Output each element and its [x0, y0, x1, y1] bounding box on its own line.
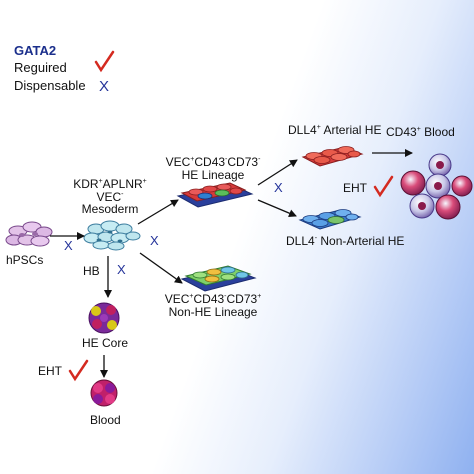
- arterial-he-label: DLL4+ Arterial HE: [288, 123, 382, 137]
- mesoderm-label: KDR+APLNR+ VEC- Mesoderm: [73, 177, 147, 217]
- blood-cells-cluster-icon: [400, 153, 473, 220]
- eht-right-check-icon: [373, 175, 394, 198]
- hb-label: HB: [83, 264, 100, 278]
- cross-hpscs-mesoderm-icon: X: [64, 238, 73, 253]
- blood-bottom-cluster-icon: [90, 379, 118, 407]
- legend-cross-icon: X: [99, 78, 110, 95]
- legend-required-label: Reguired: [14, 60, 67, 75]
- he-lineage-label: VEC+CD43-CD73- HE Lineage: [165, 155, 261, 182]
- cross-he-branch-icon: X: [274, 180, 283, 195]
- cross-mesoderm-nonhe-icon: X: [150, 233, 159, 248]
- non-arterial-he-cells-icon: [298, 209, 362, 230]
- eht-left-check-icon: [68, 359, 89, 382]
- hpscs-cell-cluster-icon: [5, 221, 53, 247]
- eht-right-label: EHT: [343, 181, 367, 195]
- arrow-mesoderm-to-he: [137, 199, 179, 225]
- non-he-lineage-sheet-icon: [180, 265, 257, 292]
- non-he-lineage-label: VEC+CD43-CD73+ Non-HE Lineage: [164, 292, 262, 319]
- non-arterial-he-label: DLL4- Non-Arterial HE: [286, 234, 405, 248]
- hpscs-label: hPSCs: [6, 253, 44, 267]
- arrow-he-to-nonarterial: [257, 199, 297, 217]
- arrow-he-to-arterial: [257, 159, 298, 186]
- he-core-label: HE Core: [82, 336, 129, 350]
- legend-check-icon: [94, 50, 115, 73]
- legend-dispensable-label: Dispensable: [14, 78, 86, 93]
- arrow-mesoderm-to-nonhe: [139, 252, 183, 284]
- eht-left-label: EHT: [38, 364, 62, 378]
- he-lineage-sheet-icon: [176, 182, 254, 208]
- he-core-cluster-icon: [88, 302, 120, 334]
- mesoderm-cell-cluster-icon: [83, 220, 141, 251]
- blood-bottom-label: Blood: [90, 413, 121, 427]
- blood-top-label: CD43+ Blood: [386, 125, 455, 139]
- legend-title: GATA2: [14, 43, 57, 58]
- cross-hb-icon: X: [117, 262, 126, 277]
- arterial-he-cells-icon: [301, 146, 364, 167]
